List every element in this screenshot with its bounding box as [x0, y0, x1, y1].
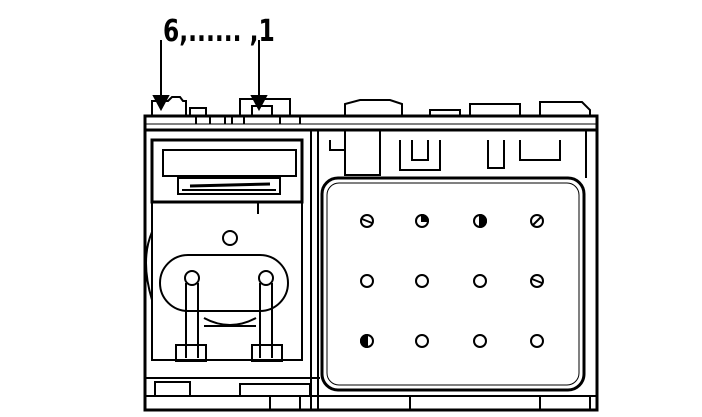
pcb-top-edge — [143, 96, 599, 132]
pin-6-marker — [152, 40, 170, 112]
bottom-details — [154, 381, 591, 410]
contact-hole — [415, 334, 429, 348]
contact-grid — [360, 213, 544, 349]
contact-hole — [530, 214, 544, 228]
plug-body — [145, 202, 303, 362]
contact-hole — [530, 334, 544, 348]
contact-hole — [530, 274, 544, 288]
contact-hole — [473, 334, 487, 348]
contact-hole — [473, 274, 487, 288]
contact-hole — [360, 274, 374, 288]
contact-block — [320, 176, 586, 392]
latch-housing — [150, 138, 304, 214]
connector-body — [143, 128, 599, 412]
contact-hole — [415, 274, 429, 288]
contact-hole — [360, 214, 374, 228]
pin-numbering-label: 6,...... ,1 — [163, 14, 275, 49]
